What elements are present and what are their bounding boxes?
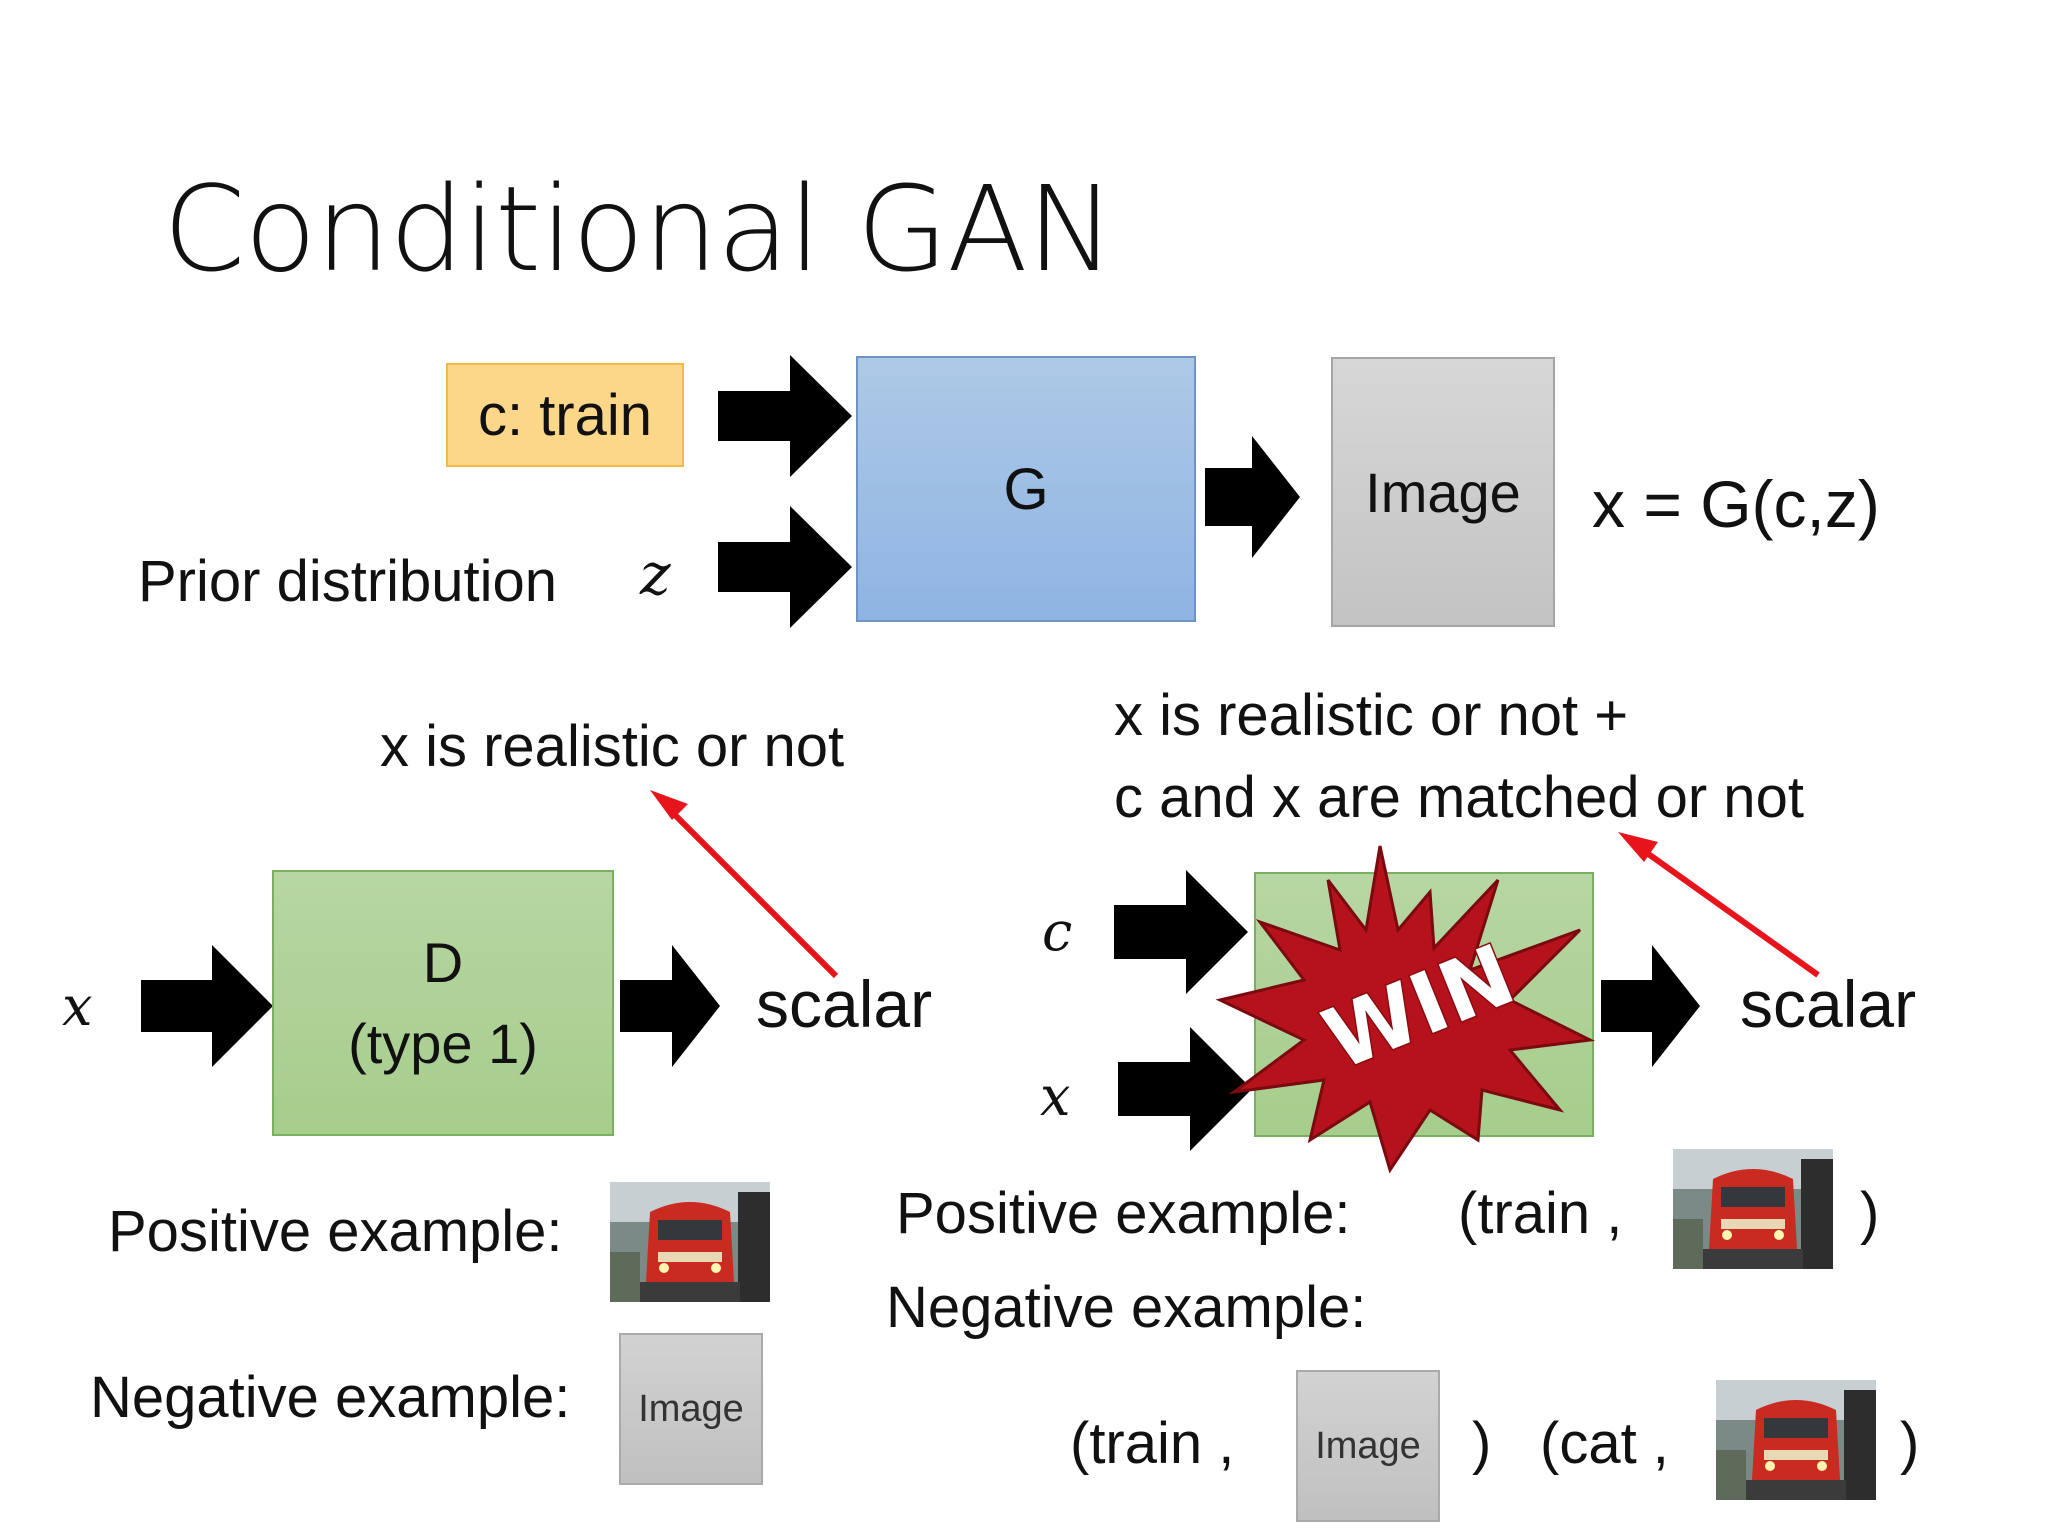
d1-positive-label: Positive example: (108, 1199, 563, 1264)
d1-scalar-label: scalar (756, 967, 933, 1041)
z-symbol: z (640, 540, 671, 608)
condition-label: c: train (477, 382, 653, 448)
win-burst-icon (1215, 845, 1596, 1174)
d2-negative-pair1-close: ) (1472, 1411, 1492, 1476)
d2-negative-pair1-open: (train , (1070, 1411, 1235, 1476)
d2-negative-train-photo (1716, 1380, 1876, 1500)
generated-image-label: Image (1365, 460, 1521, 524)
condition-box: c: train (446, 363, 684, 467)
d1-negative-image-label: Image (638, 1387, 744, 1430)
generated-image-box: Image (1331, 357, 1555, 627)
arrow-d2-to-scalar-icon (1601, 945, 1700, 1067)
generator-label: G (1003, 456, 1049, 522)
arrow-g-to-image-icon (1205, 436, 1300, 558)
d2-red-arrow-icon (1638, 845, 1820, 978)
d2-positive-label: Positive example: (896, 1181, 1351, 1246)
d2-positive-pair-open: (train , (1458, 1181, 1623, 1246)
d2-scalar-label: scalar (1740, 967, 1917, 1041)
d2-annotation-line1: x is realistic or not + (1114, 683, 1629, 748)
arrow-condition-to-g-icon (718, 355, 852, 477)
d1-negative-image-box: Image (619, 1333, 763, 1485)
prior-distribution-label: Prior distribution (138, 549, 558, 614)
d2-input-c: c (1042, 900, 1073, 963)
slide-title: Conditional GAN (163, 160, 1115, 298)
d1-label: D (422, 930, 464, 994)
d2-negative-image-box: Image (1296, 1370, 1440, 1522)
arrow-x-to-d2-icon (1118, 1027, 1252, 1151)
arrow-x-to-d1-icon (141, 945, 273, 1067)
d1-input-x: x (62, 975, 93, 1038)
d2-negative-label: Negative example: (886, 1275, 1367, 1340)
d1-red-arrow-icon (665, 805, 839, 979)
arrow-d1-to-scalar-icon (620, 945, 720, 1067)
d2-negative-pair2-close: ) (1900, 1411, 1920, 1476)
d2-negative-image-label: Image (1315, 1424, 1421, 1467)
arrow-z-to-g-icon (718, 506, 852, 628)
d2-positive-pair-close: ) (1860, 1181, 1880, 1246)
d2-negative-pair2-open: (cat , (1540, 1411, 1669, 1476)
d1-annotation: x is realistic or not (380, 714, 845, 779)
d1-negative-label: Negative example: (90, 1365, 571, 1430)
discriminator-type1-box: D (type 1) (272, 870, 614, 1136)
d1-type-label: (type 1) (348, 1012, 538, 1075)
generator-equation: x = G(c,z) (1592, 467, 1880, 541)
d1-positive-train-photo (610, 1182, 770, 1302)
win-badge: WIN (1215, 845, 1596, 1174)
generator-box: G (856, 356, 1196, 622)
arrow-c-to-d2-icon (1114, 870, 1248, 994)
d2-positive-train-photo (1673, 1149, 1833, 1269)
d2-input-x: x (1040, 1065, 1071, 1128)
d2-annotation-line2: c and x are matched or not (1114, 765, 1804, 830)
